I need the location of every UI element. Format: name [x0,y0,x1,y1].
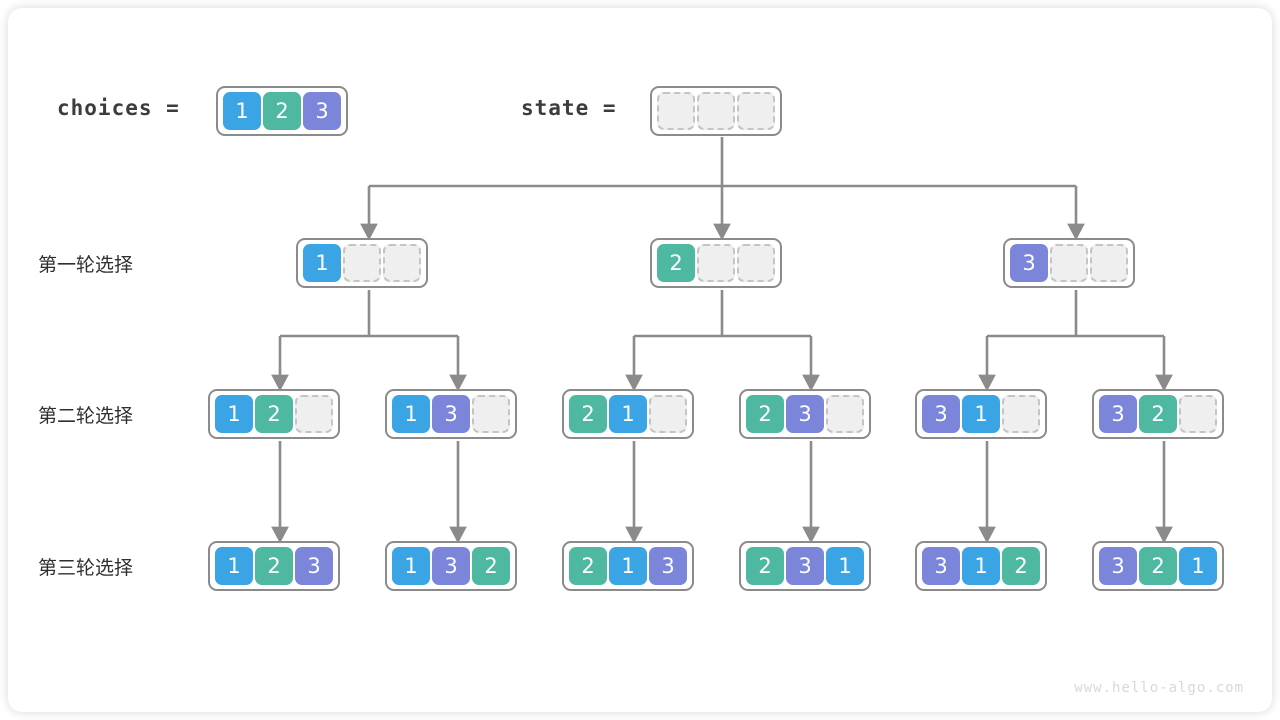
level3-node-5-cell-0: 3 [1099,547,1137,585]
level2-node-1-cell-1: 3 [432,395,470,433]
level3-node-0-cell-2: 3 [295,547,333,585]
state-empty-cell-1 [697,92,735,130]
level3-node-3-cell-2: 1 [826,547,864,585]
level1-node-0: 1 [296,238,428,288]
level2-node-0-cell-0: 1 [215,395,253,433]
level2-node-5-empty-cell-2 [1179,395,1217,433]
level2-node-1-cell-0: 1 [392,395,430,433]
level1-node-2-empty-cell-2 [1090,244,1128,282]
row-label-level2: 第二轮选择 [38,405,134,427]
level3-node-4-cell-2: 2 [1002,547,1040,585]
level2-node-4-cell-1: 1 [962,395,1000,433]
level2-node-0-cell-1: 2 [255,395,293,433]
level3-node-2-cell-1: 1 [609,547,647,585]
level1-node-0-empty-cell-1 [343,244,381,282]
level2-node-3-cell-1: 3 [786,395,824,433]
level1-node-2-empty-cell-1 [1050,244,1088,282]
level2-node-4-empty-cell-2 [1002,395,1040,433]
level1-node-0-empty-cell-2 [383,244,421,282]
level1-node-2-cell-0: 3 [1010,244,1048,282]
level3-node-4-cell-0: 3 [922,547,960,585]
level2-node-5-cell-1: 2 [1139,395,1177,433]
level2-node-3-cell-0: 2 [746,395,784,433]
choices-cell-0: 1 [223,92,261,130]
level3-node-5-cell-2: 1 [1179,547,1217,585]
choices-cell-2: 3 [303,92,341,130]
state-array [650,86,782,136]
state-label: state = [521,96,617,120]
level1-node-1-empty-cell-1 [697,244,735,282]
level1-node-1-empty-cell-2 [737,244,775,282]
choices-cell-1: 2 [263,92,301,130]
level2-node-0-empty-cell-2 [295,395,333,433]
level3-node-1-cell-0: 1 [392,547,430,585]
level1-node-0-cell-0: 1 [303,244,341,282]
state-empty-cell-0 [657,92,695,130]
level2-node-4-cell-0: 3 [922,395,960,433]
level3-node-0-cell-0: 1 [215,547,253,585]
row-label-level3: 第三轮选择 [38,557,134,579]
level2-node-2-cell-1: 1 [609,395,647,433]
level3-node-1-cell-2: 2 [472,547,510,585]
level2-node-3-empty-cell-2 [826,395,864,433]
level1-node-1: 2 [650,238,782,288]
level3-node-3-cell-0: 2 [746,547,784,585]
level2-node-1-empty-cell-2 [472,395,510,433]
level2-node-2-cell-0: 2 [569,395,607,433]
level2-node-2-empty-cell-2 [649,395,687,433]
row-label-level1: 第一轮选择 [38,254,134,276]
state-empty-cell-2 [737,92,775,130]
level3-node-5-cell-1: 2 [1139,547,1177,585]
level3-node-1-cell-1: 3 [432,547,470,585]
level1-node-2: 3 [1003,238,1135,288]
watermark: www.hello-algo.com [1074,680,1244,696]
level3-node-2-cell-2: 3 [649,547,687,585]
level1-node-1-cell-0: 2 [657,244,695,282]
level2-node-5-cell-0: 3 [1099,395,1137,433]
level3-node-0-cell-1: 2 [255,547,293,585]
level3-node-4-cell-1: 1 [962,547,1000,585]
choices-label: choices = [57,96,180,120]
level3-node-3-cell-1: 3 [786,547,824,585]
level3-node-2-cell-0: 2 [569,547,607,585]
